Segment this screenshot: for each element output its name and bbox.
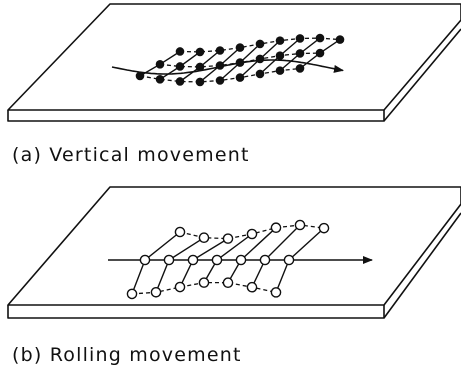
particle-hollow (198, 277, 210, 288)
particle-filled (175, 47, 185, 56)
particle-filled (335, 35, 345, 44)
particle-filled (195, 47, 205, 57)
particle-filled (175, 77, 185, 86)
particle-hollow (318, 222, 330, 234)
caption-b: (b) Rolling movement (12, 344, 242, 366)
caption-a: (a) Vertical movement (12, 144, 250, 166)
particle-filled (175, 62, 185, 71)
particle-filled (155, 59, 165, 69)
particle-filled (275, 66, 285, 75)
particle-filled (255, 54, 265, 64)
particle-hollow (211, 254, 223, 266)
particle-filled (235, 58, 245, 67)
particle-hollow (150, 286, 162, 298)
particle-filled (155, 74, 165, 84)
particle-filled (235, 73, 245, 82)
particle-hollow (270, 287, 282, 298)
plate-b (7, 186, 461, 319)
particle-filled (135, 71, 145, 81)
particle-filled (295, 49, 305, 58)
particle-filled (295, 64, 305, 73)
particle-hollow (246, 281, 258, 293)
particle-filled (235, 43, 245, 52)
panel-b: (b) Rolling movement (7, 186, 461, 366)
particle-hollow (187, 254, 199, 266)
particle-filled (275, 51, 285, 60)
particle-hollow (270, 222, 282, 234)
particle-hollow (246, 228, 258, 240)
particle-filled (255, 69, 265, 79)
particle-filled (215, 76, 225, 85)
particle-hollow (283, 254, 295, 266)
lattice-a (111, 33, 345, 87)
particle-hollow (222, 277, 234, 288)
transport-curve-a (111, 59, 344, 75)
particle-filled (215, 46, 225, 55)
particle-hollow (235, 254, 247, 266)
particle-filled (195, 62, 205, 72)
particle-hollow (139, 254, 151, 266)
particle-hollow (222, 233, 234, 244)
particle-filled (195, 77, 205, 87)
plate-a (7, 3, 461, 122)
particle-hollow (163, 254, 175, 266)
lattice-b (108, 219, 373, 300)
particle-hollow (294, 219, 306, 231)
particle-filled (275, 36, 285, 45)
particle-filled (295, 34, 305, 43)
particle-hollow (174, 226, 186, 238)
particle-hollow (126, 288, 138, 300)
particle-hollow (198, 232, 210, 243)
particle-filled (255, 39, 265, 49)
particle-filled (215, 61, 225, 70)
particle-filled (315, 33, 325, 43)
particle-hollow (259, 254, 271, 266)
panel-a: (a) Vertical movement (7, 3, 461, 166)
particle-filled (315, 48, 325, 58)
particle-hollow (174, 281, 186, 293)
